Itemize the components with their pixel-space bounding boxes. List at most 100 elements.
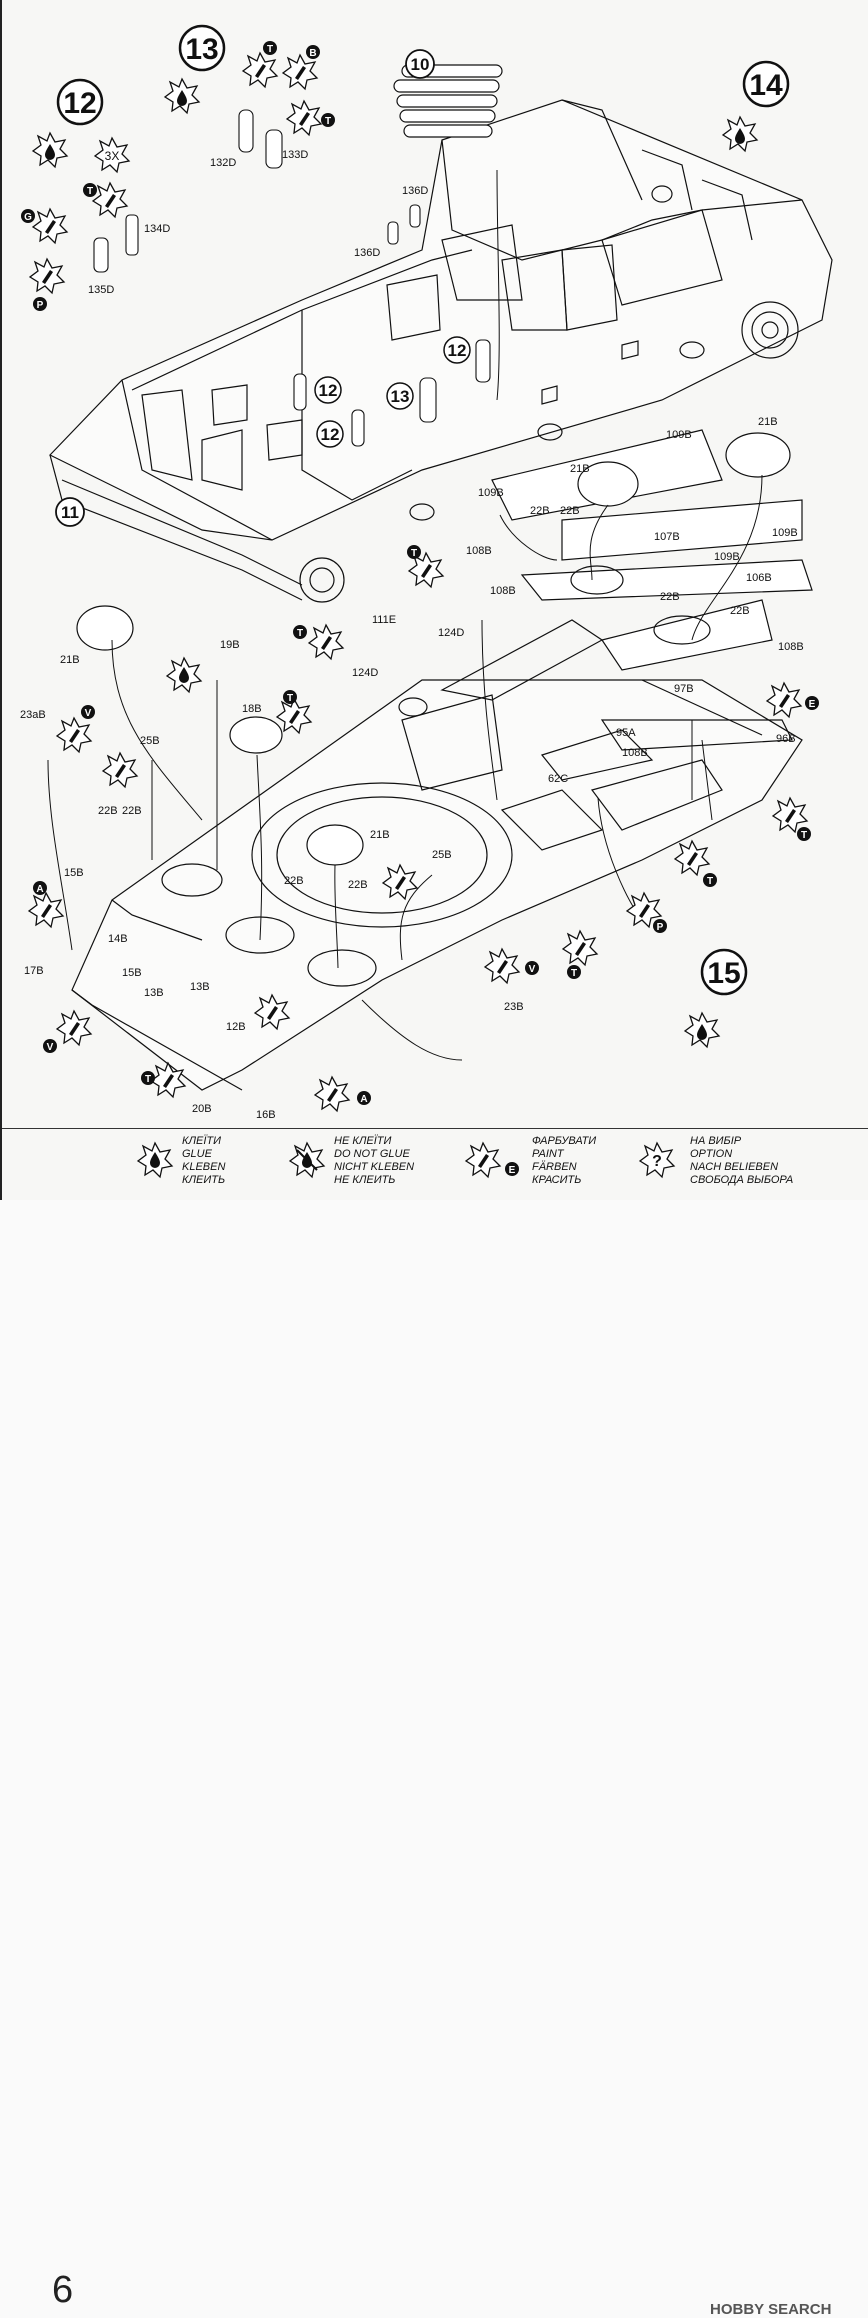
part-22B-b: 22B [560, 505, 580, 517]
part-109B-b: 109B [478, 487, 504, 499]
option-icon: ? [639, 1142, 675, 1178]
svg-text:T: T [801, 830, 807, 841]
svg-text:12: 12 [321, 425, 340, 444]
part-25B-a: 25B [140, 735, 160, 747]
part-21B-b: 21B [570, 463, 590, 475]
lower-hull [71, 429, 813, 1091]
part-135D: 135D [88, 284, 114, 296]
no-glue-icon [289, 1142, 325, 1178]
svg-text:12: 12 [448, 341, 467, 360]
part-95A: 95A [616, 727, 636, 739]
svg-text:G: G [24, 212, 32, 223]
step-badge-11: 11 [55, 497, 85, 527]
part-136D-a: 136D [402, 185, 428, 197]
part-25B-b: 25B [432, 849, 452, 861]
svg-text:14: 14 [749, 69, 783, 102]
step-ref-12a: 12 [314, 376, 342, 404]
part-22B-d: 22B [730, 605, 750, 617]
svg-text:T: T [287, 693, 293, 704]
part-108B-b: 108B [490, 585, 516, 597]
svg-text:V: V [47, 1042, 54, 1053]
part-111E: 111E [372, 614, 396, 626]
step-ref-12b: 12 [316, 420, 344, 448]
part-108B-c: 108B [778, 641, 804, 653]
part-108B-d: 108B [622, 747, 648, 759]
part-22B-f: 22B [122, 805, 142, 817]
part-23B: 23B [504, 1001, 524, 1013]
part-124D-a: 124D [438, 627, 464, 639]
part-12B: 12B [226, 1021, 246, 1033]
svg-text:T: T [267, 44, 273, 55]
part-133D: 133D [282, 149, 308, 161]
svg-text:10: 10 [411, 55, 430, 74]
step-badge-14: 14 [722, 60, 790, 152]
part-21B-c: 21B [60, 654, 80, 666]
part-21B-d: 21B [370, 829, 390, 841]
step-badge-12: 12 3X [32, 78, 130, 173]
rocket-rack [393, 64, 503, 138]
svg-text:V: V [529, 964, 536, 975]
part-22B-e: 22B [98, 805, 118, 817]
svg-text:13: 13 [185, 33, 218, 66]
part-109B-a: 109B [666, 429, 692, 441]
part-13B-a: 13B [144, 987, 164, 999]
step-badge-10: 10 [405, 49, 435, 79]
part-124D-b: 124D [352, 667, 378, 679]
page-number: 6 [52, 2269, 74, 2311]
glue-icon [137, 1142, 173, 1178]
svg-text:E: E [809, 699, 816, 710]
small-parts [93, 109, 491, 447]
part-108B-a: 108B [466, 545, 492, 557]
svg-text:B: B [309, 48, 316, 59]
svg-text:3X: 3X [105, 149, 120, 163]
step-badge-15: 15 [684, 948, 748, 1048]
part-15B-a: 15B [64, 867, 84, 879]
svg-text:E: E [509, 1165, 516, 1176]
part-132D: 132D [210, 157, 236, 169]
part-13B-b: 13B [190, 981, 210, 993]
part-109B-d: 109B [714, 551, 740, 563]
part-109B-c: 109B [772, 527, 798, 539]
part-labels: 132D 133D 134D 135D 136D 136D 21B 21B 21… [20, 149, 804, 1121]
upper-hull [48, 99, 833, 603]
svg-text:13: 13 [391, 387, 410, 406]
part-15B-b: 15B [122, 967, 142, 979]
part-14B: 14B [108, 933, 128, 945]
part-62C: 62C [548, 773, 568, 785]
part-136D-b: 136D [354, 247, 380, 259]
svg-text:?: ? [652, 1153, 662, 1170]
part-21B-a: 21B [758, 416, 778, 428]
svg-text:T: T [411, 548, 417, 559]
part-23aB: 23aB [20, 709, 46, 721]
part-18B: 18B [242, 703, 262, 715]
part-107B: 107B [654, 531, 680, 543]
svg-text:11: 11 [61, 503, 79, 522]
part-22B-a: 22B [530, 505, 550, 517]
part-22B-g: 22B [284, 875, 304, 887]
watermark: HOBBY SEARCH [710, 2301, 832, 2318]
part-97B: 97B [674, 683, 694, 695]
color-code-markers: T B T G T P T T T V E T T P T V A V T A [21, 41, 819, 1105]
paint-icon: E [465, 1142, 519, 1178]
svg-text:P: P [37, 300, 44, 311]
hatch-plates [76, 432, 791, 866]
part-16B: 16B [256, 1109, 276, 1121]
svg-text:T: T [145, 1074, 151, 1085]
step-ref-12c: 12 [443, 336, 471, 364]
svg-text:T: T [325, 116, 331, 127]
svg-text:A: A [36, 884, 43, 895]
svg-text:P: P [657, 922, 664, 933]
part-106B: 106B [746, 572, 772, 584]
svg-text:T: T [707, 876, 713, 887]
leader-lines [47, 169, 763, 1061]
svg-text:V: V [85, 708, 92, 719]
svg-text:T: T [87, 186, 93, 197]
assembly-diagram: 13 12 3X 14 15 10 11 12 12 12 13 [20, 24, 833, 1121]
part-17B: 17B [24, 965, 44, 977]
